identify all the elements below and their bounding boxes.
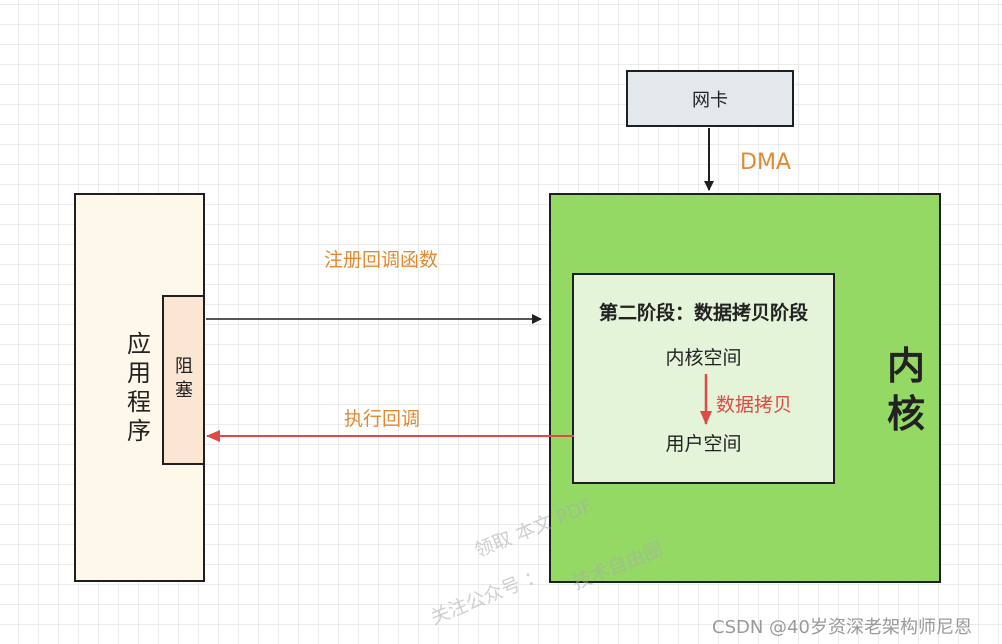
stage-title: 第二阶段：数据拷贝阶段 bbox=[598, 302, 808, 324]
data-copy-label: 数据拷贝 bbox=[716, 394, 793, 416]
register-callback-label: 注册回调函数 bbox=[324, 249, 439, 271]
author-credit: CSDN @40岁资深老架构师尼恩 bbox=[712, 617, 972, 638]
blocking-label: 阻 塞 bbox=[175, 356, 193, 401]
execute-callback-label: 执行回调 bbox=[344, 408, 421, 430]
kernel-space-label: 内核空间 bbox=[665, 347, 742, 369]
kernel-label: 内 核 bbox=[886, 344, 925, 436]
dma-label: DMA bbox=[740, 150, 791, 175]
nic-box: 网卡 bbox=[626, 70, 794, 127]
blocking-box bbox=[162, 295, 205, 465]
copy-stage-box bbox=[572, 273, 835, 484]
application-label: 应 用 程 序 bbox=[127, 330, 151, 445]
nic-label: 网卡 bbox=[692, 89, 728, 111]
user-space-label: 用户空间 bbox=[665, 433, 742, 455]
